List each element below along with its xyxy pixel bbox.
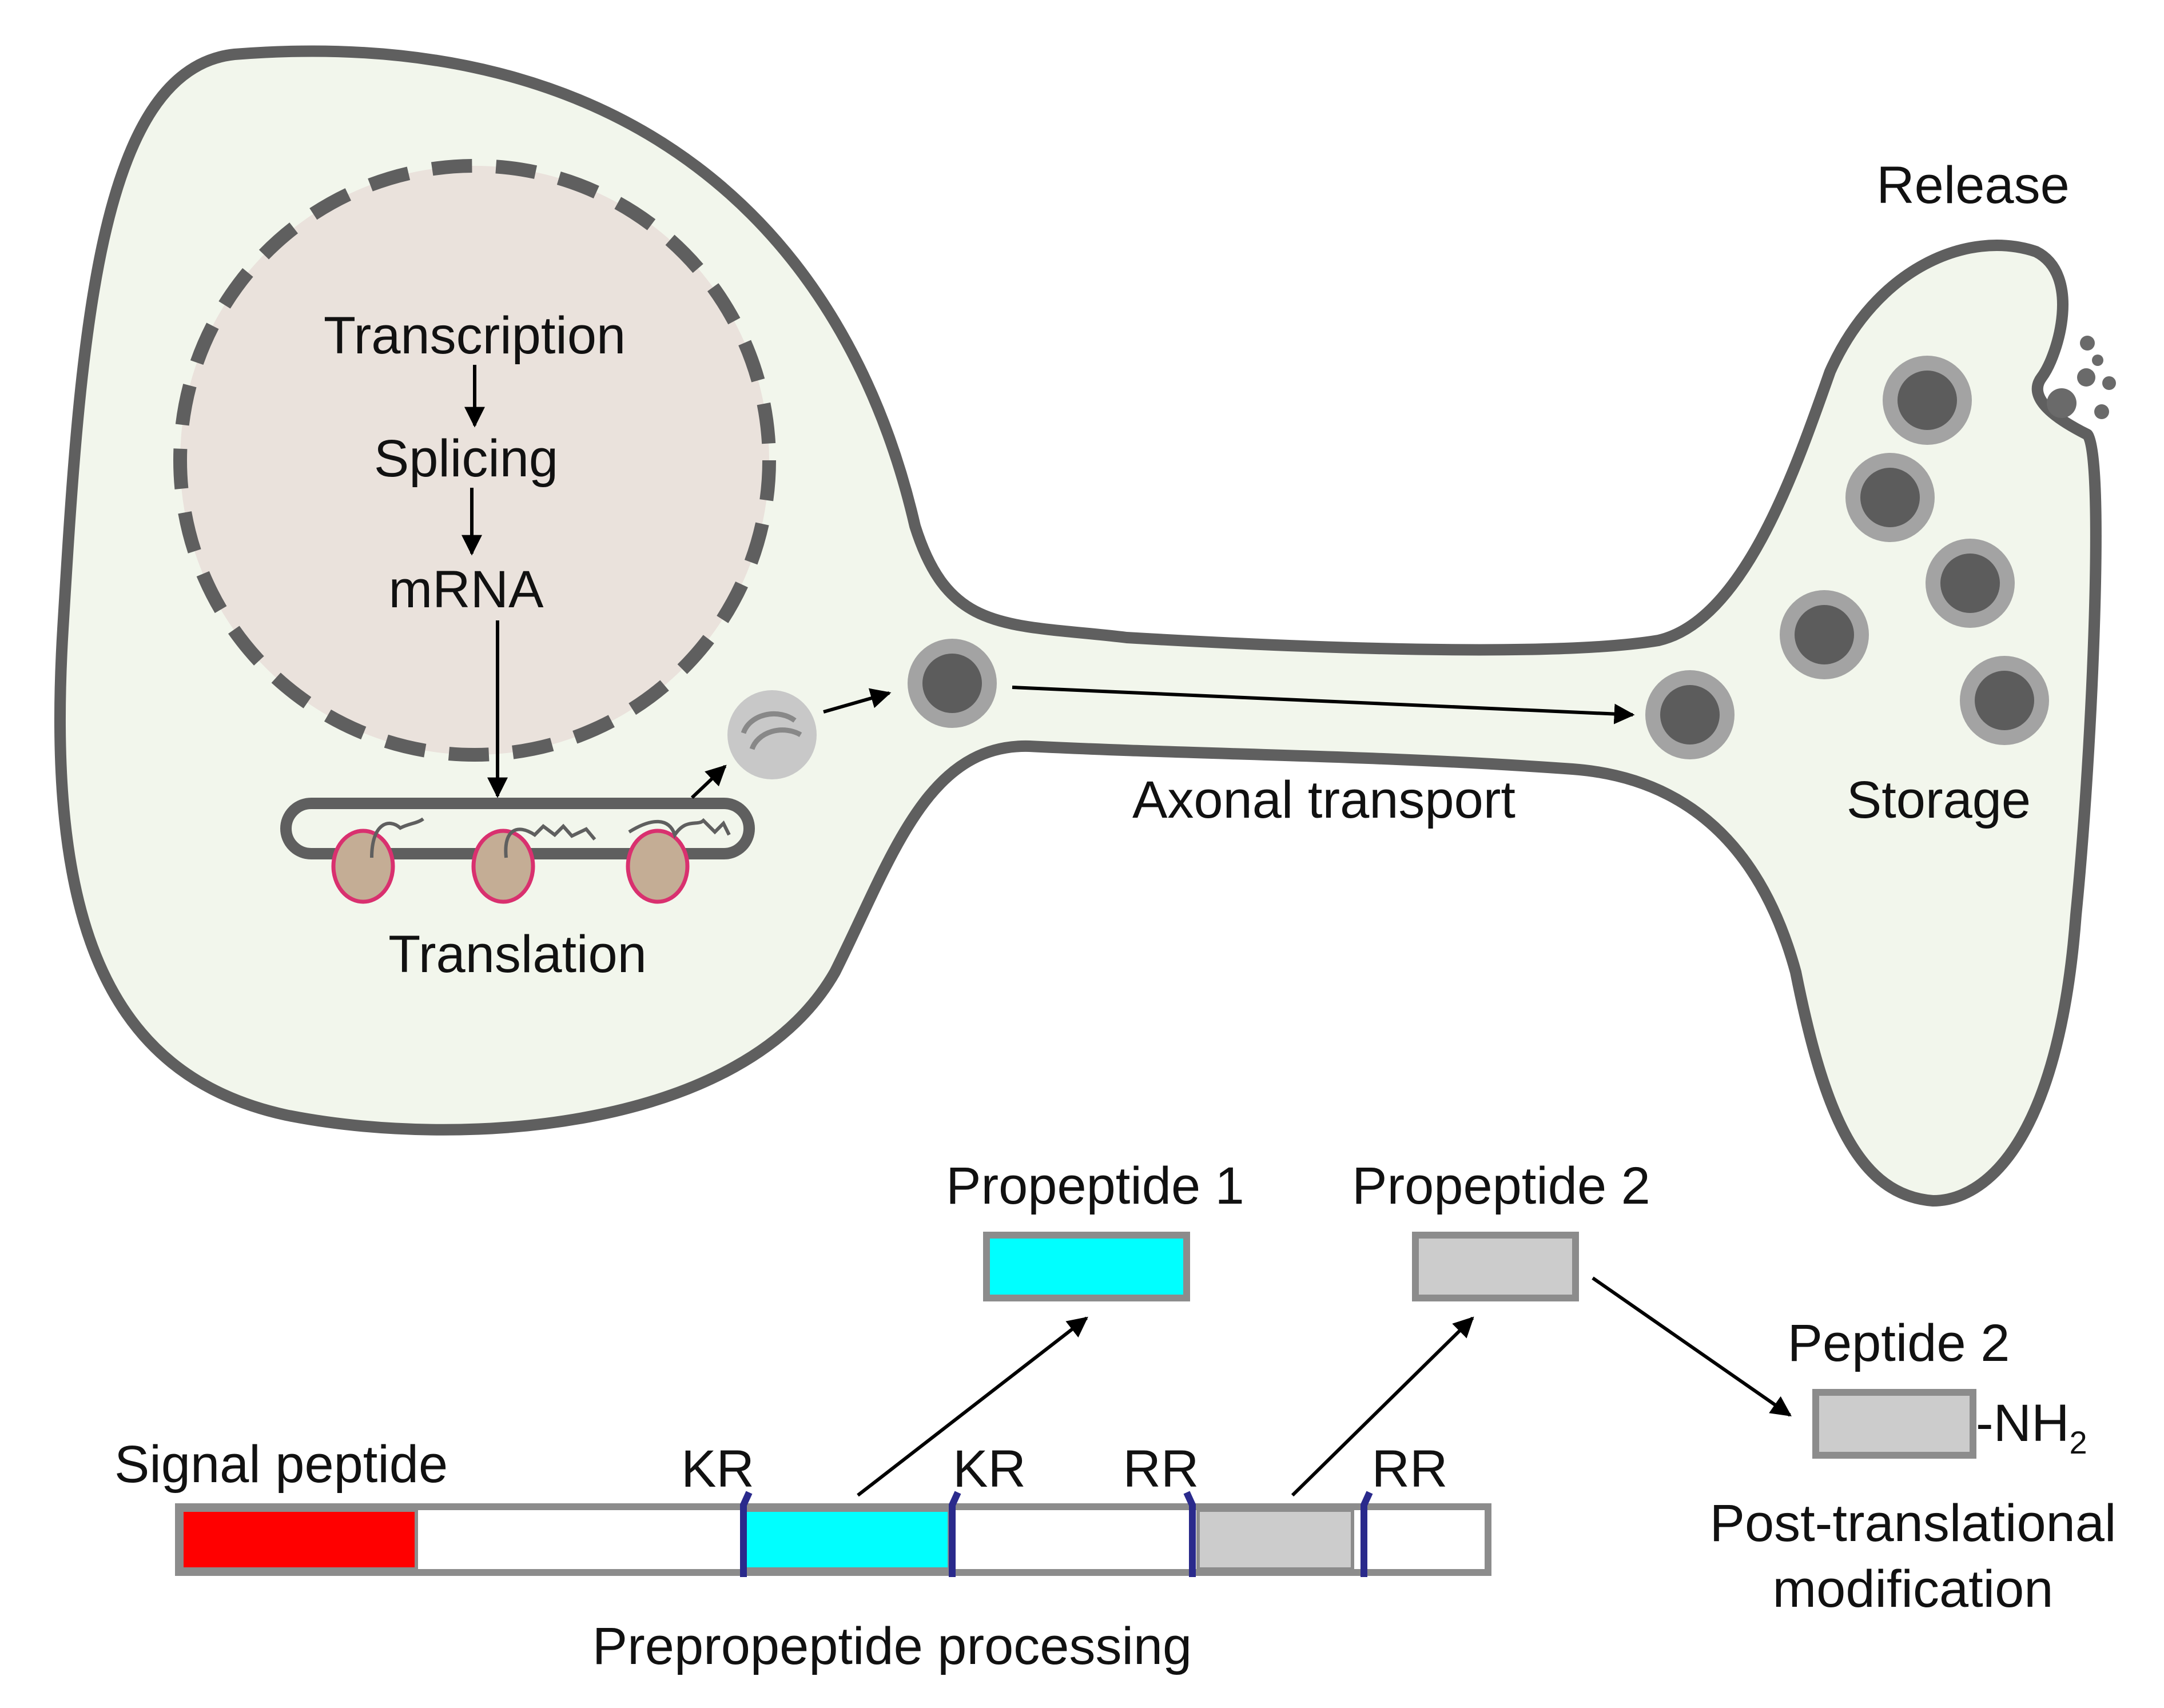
splicing-label: Splicing — [374, 429, 558, 488]
propeptide-1-segment — [742, 1508, 951, 1571]
post-translational-label-line2: modification — [1773, 1560, 2054, 1618]
amidation-subscript: 2 — [2070, 1424, 2087, 1460]
propeptide-2-segment — [1196, 1508, 1354, 1571]
propeptide-1-arrow — [857, 1316, 1088, 1497]
dense-core-vesicle-icon — [1780, 590, 1869, 679]
released-peptides-icon — [2047, 336, 2116, 419]
peptide-2-label: Peptide 2 — [1788, 1314, 2010, 1372]
axonal-transport-arrow — [1012, 686, 1635, 724]
er-to-golgi-arrow — [690, 765, 727, 799]
propeptide-2-block — [1412, 1232, 1579, 1301]
axonal-transport-label: Axonal transport — [1132, 771, 1515, 829]
propeptide-2-arrow — [1291, 1316, 1474, 1497]
golgi-to-vesicle-arrow — [823, 688, 892, 714]
rr-1-label: RR — [1123, 1440, 1199, 1498]
dense-core-vesicle-icon — [1960, 656, 2049, 745]
ribosome-icon — [471, 823, 596, 904]
dense-core-vesicle-icon — [908, 639, 997, 728]
dense-core-vesicle-icon — [1845, 453, 1935, 542]
cleavage-site-rr-1 — [1183, 1491, 1196, 1577]
signal-peptide-segment — [180, 1508, 418, 1571]
kr-2-label: KR — [953, 1440, 1026, 1498]
nucleus-icon — [173, 159, 776, 762]
release-label: Release — [1876, 156, 2070, 214]
amidation-label: -NH2 — [1976, 1394, 2087, 1460]
cleavage-site-kr-2 — [949, 1491, 961, 1577]
storage-label: Storage — [1847, 771, 2031, 829]
transcription-label: Transcription — [324, 306, 626, 365]
prepropeptide-processing-label: Prepropeptide processing — [592, 1617, 1192, 1675]
dense-core-vesicle-icon — [1883, 356, 1972, 445]
amidation-arrow — [1592, 1276, 1792, 1417]
cleavage-site-rr-2 — [1361, 1491, 1373, 1577]
dense-core-vesicle-icon — [1645, 670, 1735, 759]
signal-peptide-label: Signal peptide — [114, 1435, 448, 1494]
kr-1-label: KR — [681, 1440, 754, 1498]
propeptide-2-label: Propeptide 2 — [1352, 1157, 1650, 1215]
rr-2-label: RR — [1372, 1440, 1448, 1498]
amidation-prefix: -NH — [1976, 1394, 2070, 1452]
golgi-vesicle-icon — [727, 690, 817, 779]
dense-core-vesicle-icon — [1926, 539, 2015, 628]
translation-label: Translation — [388, 925, 647, 984]
mrna-label: mRNA — [389, 560, 544, 619]
propeptide-1-label: Propeptide 1 — [946, 1157, 1244, 1215]
post-translational-label-line1: Post-translational — [1710, 1494, 2117, 1552]
propeptide-1-block — [983, 1232, 1190, 1301]
ribosome-icon — [331, 817, 424, 904]
ribosome-icon — [626, 818, 731, 904]
cleavage-site-kr-1 — [740, 1491, 753, 1577]
peptide-2-block — [1812, 1389, 1976, 1459]
